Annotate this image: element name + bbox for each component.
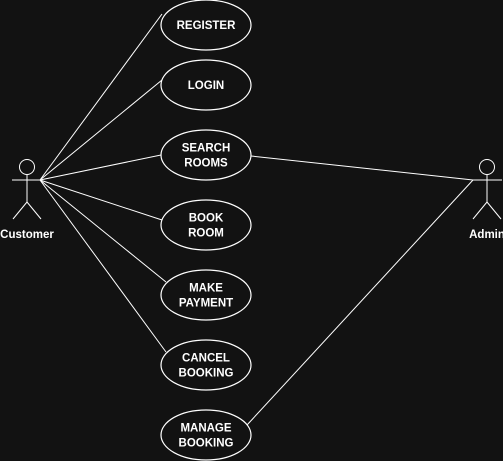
actor-label: Customer xyxy=(0,229,54,241)
use-case-ellipse xyxy=(160,0,252,51)
use-case-label: REGISTER xyxy=(177,20,236,32)
use-case-cancel-booking: CANCEL BOOKING xyxy=(160,339,252,391)
use-case-label: BOOKING xyxy=(179,368,234,380)
use-case-ellipse xyxy=(160,339,252,391)
use-case-label: BOOK xyxy=(189,213,224,225)
use-case-manage-booking: MANAGE BOOKING xyxy=(160,409,252,461)
association-admin-search-rooms xyxy=(250,155,474,181)
use-case-make-payment: MAKE PAYMENT xyxy=(160,269,252,321)
association-lines xyxy=(39,13,474,426)
association-customer-make-payment xyxy=(39,179,167,283)
use-case-ellipse xyxy=(160,129,252,181)
association-customer-cancel-booking xyxy=(39,179,167,353)
use-case-label: ROOMS xyxy=(184,158,228,170)
use-case-label: BOOKING xyxy=(179,438,234,450)
stick-figure-icon xyxy=(472,159,502,220)
stick-figure-icon xyxy=(12,159,42,220)
association-customer-book-room xyxy=(39,179,163,221)
actor-customer: Customer xyxy=(0,159,54,241)
association-customer-register xyxy=(39,13,163,181)
use-case-label: PAYMENT xyxy=(179,298,233,310)
actors: Customer Admin xyxy=(0,159,503,241)
association-customer-login xyxy=(39,79,163,181)
use-case-login: LOGIN xyxy=(160,59,252,111)
association-admin-manage-booking xyxy=(246,179,474,426)
use-case-ellipse xyxy=(160,199,252,251)
use-case-ellipse xyxy=(160,269,252,321)
association-customer-search-rooms xyxy=(39,154,162,181)
actor-label: Admin xyxy=(469,229,503,241)
use-case-label: SEARCH xyxy=(182,143,231,155)
use-case-label: ROOM xyxy=(188,228,224,240)
use-case-ellipse xyxy=(160,409,252,461)
use-case-search-rooms: SEARCH ROOMS xyxy=(160,129,252,181)
use-case-label: CANCEL xyxy=(182,353,230,365)
use-cases: REGISTER LOGIN SEARCH ROOMS BOOK ROOM MAKE PAYM… xyxy=(160,0,252,461)
use-case-label: LOGIN xyxy=(188,80,224,92)
use-case-ellipse xyxy=(160,59,252,111)
actor-admin: Admin xyxy=(469,159,503,241)
use-case-label: MANAGE xyxy=(180,423,231,435)
use-case-book-room: BOOK ROOM xyxy=(160,199,252,251)
use-case-register: REGISTER xyxy=(160,0,252,51)
use-case-label: MAKE xyxy=(189,283,223,295)
